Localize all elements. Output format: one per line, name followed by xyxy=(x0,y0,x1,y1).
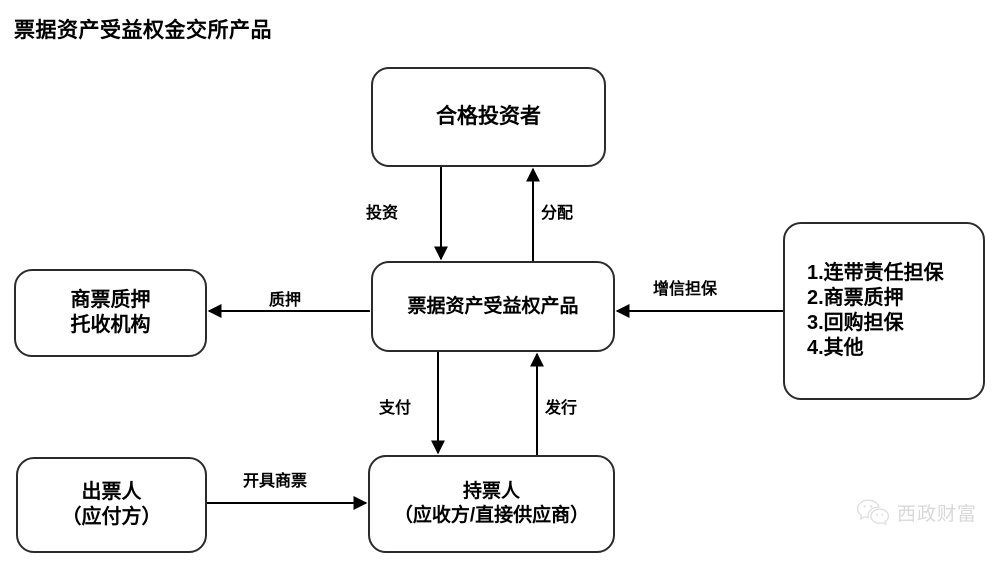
node-pledge-label-line1: 商票质押 xyxy=(70,289,151,311)
credit-item-4: 4.其他 xyxy=(807,337,864,359)
wechat-icon xyxy=(856,499,890,526)
edge-label-invest: 投资 xyxy=(366,205,399,222)
node-holder-text: 持票人 （应收方/直接供应商） xyxy=(394,480,589,528)
page-title: 票据资产受益权金交所产品 xyxy=(14,19,272,42)
credit-item-1: 1.连带责任担保 xyxy=(807,262,944,284)
edge-label-issue: 发行 xyxy=(545,400,578,417)
node-bill-asset-beneficiary-product[interactable]: 票据资产受益权产品 xyxy=(371,261,615,352)
node-pledge-collection-institution[interactable]: 商票质押 托收机构 xyxy=(14,269,207,357)
node-drawer-label-line2: （应付方） xyxy=(61,506,162,528)
node-holder-label-line1: 持票人 xyxy=(462,481,520,503)
node-bill-drawer[interactable]: 出票人 （应付方） xyxy=(16,457,207,553)
node-pledge-label-line2: 托收机构 xyxy=(70,314,151,336)
node-pledge-text: 商票质押 托收机构 xyxy=(71,288,151,338)
node-product-label: 票据资产受益权产品 xyxy=(407,295,579,317)
edge-label-distribute: 分配 xyxy=(541,205,574,222)
node-qualified-investor[interactable]: 合格投资者 xyxy=(371,67,606,167)
node-credit-enhancement-list[interactable]: 1.连带责任担保 2.商票质押 3.回购担保 4.其他 xyxy=(783,222,985,400)
node-holder-label-line2: （应收方/直接供应商） xyxy=(393,505,590,526)
node-drawer-text: 出票人 （应付方） xyxy=(62,480,162,530)
watermark: 西政财富 xyxy=(856,498,977,526)
node-drawer-label-line1: 出票人 xyxy=(81,481,142,503)
edge-label-draw-bill: 开具商票 xyxy=(243,473,308,490)
credit-item-3: 3.回购担保 xyxy=(807,312,904,334)
credit-item-2: 2.商票质押 xyxy=(807,287,904,309)
edge-label-pay: 支付 xyxy=(379,400,412,417)
edge-label-credit-guarantee: 增信担保 xyxy=(653,281,718,298)
edge-label-pledge: 质押 xyxy=(269,292,302,309)
node-credit-items: 1.连带责任担保 2.商票质押 3.回购担保 4.其他 xyxy=(807,261,944,361)
node-investor-label: 合格投资者 xyxy=(436,104,541,128)
node-bill-holder[interactable]: 持票人 （应收方/直接供应商） xyxy=(368,455,615,553)
watermark-text: 西政财富 xyxy=(897,503,978,525)
